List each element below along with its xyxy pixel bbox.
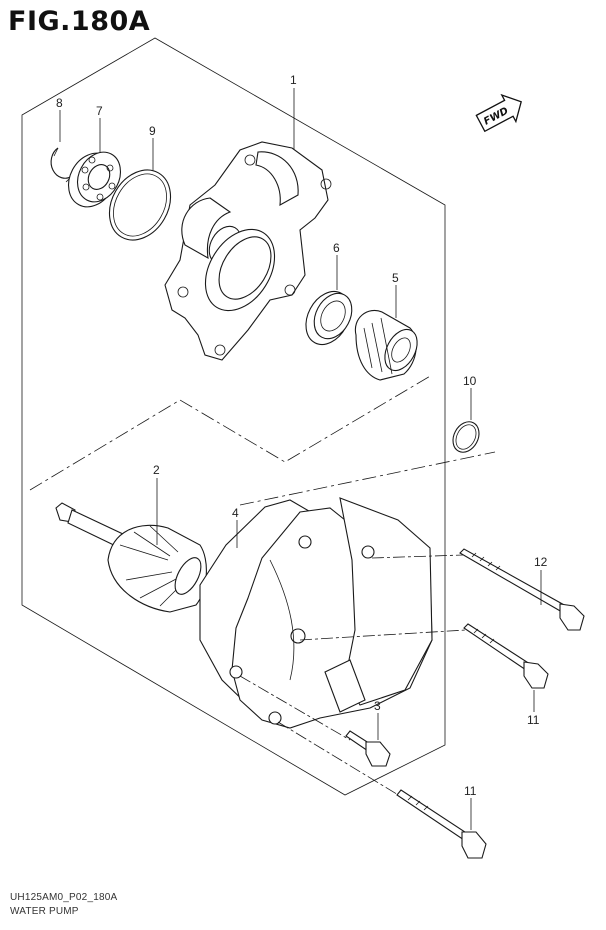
callout-12: 12 — [534, 555, 548, 569]
diagram-name: WATER PUMP — [10, 906, 79, 917]
cover-divider — [239, 451, 496, 506]
part-11-bolt-upper — [299, 623, 549, 689]
assembly-outline — [21, 37, 446, 796]
callout-11-lower: 11 — [464, 784, 477, 798]
sub-assembly-divider — [29, 374, 433, 491]
callout-11-upper: 11 — [527, 713, 540, 727]
callout-2: 2 — [153, 463, 160, 477]
callout-9: 9 — [149, 124, 156, 138]
part-2-impeller-shaft — [55, 502, 207, 613]
part-5-mechanical-seal — [354, 310, 418, 381]
part-3-bolt — [239, 675, 391, 767]
fwd-arrow-icon: FWD — [475, 93, 522, 133]
part-11-bolt-lower — [277, 721, 487, 859]
leader-lines — [59, 88, 542, 830]
callout-5: 5 — [392, 271, 399, 285]
part-9-o-ring — [108, 169, 172, 241]
figure-title: FIG.180A — [8, 6, 151, 37]
callout-7: 7 — [96, 104, 103, 118]
part-7-bearing — [67, 151, 122, 208]
callout-8: 8 — [56, 96, 63, 110]
part-1-pump-case — [164, 141, 332, 361]
part-8-circlip — [50, 147, 73, 183]
diagram-code: UH125AM0_P02_180A — [10, 892, 118, 903]
part-12-bolt — [371, 548, 585, 631]
callout-10: 10 — [463, 374, 477, 388]
callout-4: 4 — [232, 506, 239, 520]
callout-1: 1 — [290, 73, 297, 87]
callout-6: 6 — [333, 241, 340, 255]
part-6-seal — [305, 291, 353, 345]
callout-3: 3 — [374, 699, 381, 713]
pump-cover — [229, 497, 433, 729]
part-10-o-ring — [452, 421, 480, 453]
